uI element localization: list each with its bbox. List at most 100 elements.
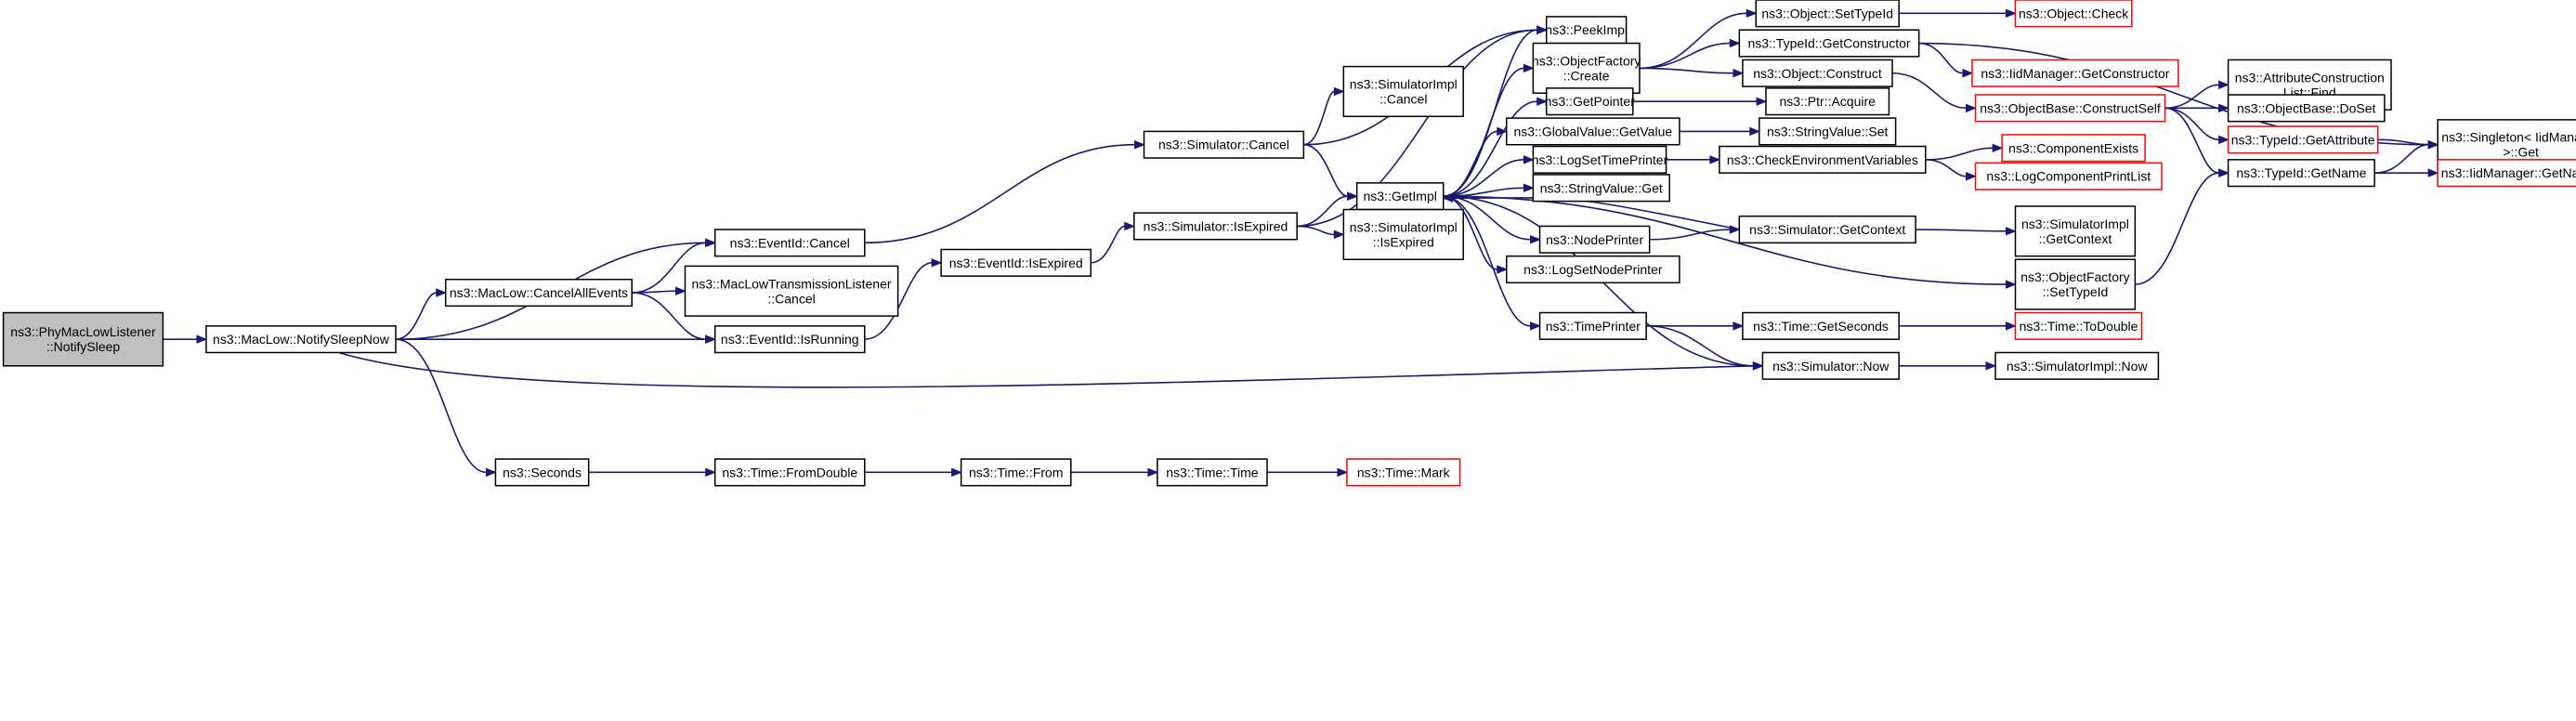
graph-node-box [1505,255,1680,284]
graph-node-ns3-nodeprinter[interactable]: ns3::NodePrinter [1538,225,1651,254]
graph-node-ns3-timeprinter[interactable]: ns3::TimePrinter [1538,311,1647,340]
edge-n8-to-n11 [1091,221,1136,264]
graph-node-ns3-logsetnodeprinter[interactable]: ns3::LogSetNodePrinter [1505,255,1680,284]
graph-node-ns3-stringvalue-get[interactable]: ns3::StringValue::Get [1532,174,1670,203]
graph-node-box [1742,59,1893,87]
graph-node-ns3-time-fromdouble[interactable]: ns3::Time::FromDouble [713,458,866,487]
graph-node-label: ns3::Time::ToDouble [2020,319,2138,334]
graph-node-label: ns3::ObjectBase::DoSet [2237,100,2376,115]
graph-node-ns3-object-check[interactable]: ns3::Object::Check [2014,0,2133,28]
edge-n31-to-n39 [1925,143,2004,161]
graph-node-ns3-eventid-isrunning[interactable]: ns3::EventId::IsRunning [713,325,866,354]
graph-node-box [1538,311,1647,340]
graph-node-ns3-objectbase-constructself[interactable]: ns3::ObjectBase::ConstructSelf [1974,94,2166,123]
graph-node-ns3-time-getseconds[interactable]: ns3::Time::GetSeconds [1742,311,1900,340]
graph-node-ns3-time-from[interactable]: ns3::Time::From [960,458,1072,487]
graph-node-ns3-objectfactory-create[interactable]: ns3::ObjectFactory::Create [1532,42,1641,94]
graph-node-ns3-componentexists[interactable]: ns3::ComponentExists [2001,134,2146,163]
graph-node-ns3-simulatorimpl-now[interactable]: ns3::SimulatorImpl::Now [1994,351,2160,380]
graph-node-ns3-ptr-acquire[interactable]: ns3::Ptr::Acquire [1765,87,1890,116]
edge-n27-to-n37 [1918,42,1974,78]
graph-node-box [1974,162,2163,190]
graph-node-ns3-iidmanager-getconstructor[interactable]: ns3::IidManager::GetConstructor [1971,59,2179,87]
graph-node-box [1994,351,2160,380]
edge-n1-to-n3 [396,338,497,478]
graph-node-ns3-maclowtransmissionlistener-cancel[interactable]: ns3::MacLowTransmissionListener::Cancel [684,265,899,317]
graph-node-label: ns3::PhyMacLowListener [10,324,156,339]
edge-n12-to-n16 [1266,467,1349,478]
graph-node-box [940,248,1092,277]
graph-node-box [1974,94,2166,123]
graph-node-ns3-time-mark[interactable]: ns3::Time::Mark [1346,458,1461,487]
graph-node-label: ns3::MacLow::NotifySleepNow [213,332,390,347]
graph-node-ns3-checkenvironmentvariables[interactable]: ns3::CheckEnvironmentVariables [1719,145,1927,174]
edge-n23-to-n32 [1649,225,1741,241]
graph-node-ns3-typeid-getattribute[interactable]: ns3::TypeId::GetAttribute [2227,125,2379,154]
graph-node-box [2014,205,2137,257]
graph-node-label: ns3::Object::Check [2019,6,2129,20]
graph-node-ns3-simulator-now[interactable]: ns3::Simulator::Now [1761,351,1900,380]
graph-node-label: ns3::LogSetNodePrinter [1523,262,1663,277]
graph-node-label: ns3::GetPointer [1545,94,1636,109]
graph-node-ns3-logsettimeprinter[interactable]: ns3::LogSetTimePrinter [1532,145,1668,174]
edge-n1-to-n6 [396,334,717,344]
graph-node-ns3-time-todouble[interactable]: ns3::Time::ToDouble [2014,311,2143,340]
graph-node-box [713,325,866,354]
graph-node-box [1738,215,1916,244]
graph-node-label: ns3::Simulator::Cancel [1158,138,1289,152]
graph-node-box [1719,145,1927,174]
graph-node-ns3-typeid-getname[interactable]: ns3::TypeId::GetName [2227,159,2375,188]
graph-node-ns3-eventid-isexpired[interactable]: ns3::EventId::IsExpired [940,248,1092,277]
call-graph-edges [163,8,2439,478]
graph-node-ns3-maclow-notifysleepnow[interactable]: ns3::MacLow::NotifySleepNow [205,325,397,354]
graph-node-ns3-peekimpl[interactable]: ns3::PeekImpl [1545,16,1628,45]
graph-node-ns3-typeid-getconstructor[interactable]: ns3::TypeId::GetConstructor [1738,29,1920,58]
edge-n14-to-n19 [1443,97,1549,198]
graph-node-ns3-globalvalue-getvalue[interactable]: ns3::GlobalValue::GetValue [1505,117,1680,146]
graph-node-ns3-simulatorimpl-isexpired[interactable]: ns3::SimulatorImpl::IsExpired [1342,208,1464,260]
graph-node-box [713,229,866,257]
edge-n47-to-n48 [2374,139,2439,174]
edge-n10-to-n13 [1303,86,1345,146]
graph-node-ns3-getpointer[interactable]: ns3::GetPointer [1545,87,1636,116]
graph-node-label: ns3::StringValue::Set [1767,124,1889,138]
graph-node-label: ns3::TypeId::GetConstructor [1747,36,1910,51]
graph-node-ns3-phymaclowlistener-notifysleep[interactable]: ns3::PhyMacLowListener::NotifySleep [2,311,164,367]
graph-node-label: ns3::EventId::IsExpired [949,256,1083,270]
graph-node-box [2227,159,2375,188]
graph-node-ns3-simulator-getcontext[interactable]: ns3::Simulator::GetContext [1738,215,1916,244]
graph-node-ns3-simulatorimpl-getcontext[interactable]: ns3::SimulatorImpl::GetContext [2014,205,2137,257]
graph-node-ns3-logcomponentprintlist[interactable]: ns3::LogComponentPrintList [1974,162,2163,190]
graph-node-ns3-objectbase-doset[interactable]: ns3::ObjectBase::DoSet [2227,94,2386,123]
graph-node-ns3-simulatorimpl-cancel[interactable]: ns3::SimulatorImpl::Cancel [1342,65,1464,118]
graph-node-ns3-getimpl[interactable]: ns3::GetImpl [1355,182,1445,211]
graph-node-box [684,265,899,317]
graph-node-box [1342,65,1464,118]
graph-node-label: ::IsExpired [1373,234,1434,249]
graph-node-box [1971,59,2179,87]
graph-node-label: ns3::SimulatorImpl [1350,76,1458,91]
graph-node-ns3-object-settypeid[interactable]: ns3::Object::SetTypeId [1755,0,1900,28]
graph-node-ns3-seconds[interactable]: ns3::Seconds [494,458,590,487]
graph-node-label: ns3::Time::FromDouble [722,465,857,479]
graph-node-box [713,458,866,487]
graph-node-label: ns3::Simulator::Now [1772,359,1890,374]
graph-node-ns3-object-construct[interactable]: ns3::Object::Construct [1742,59,1893,87]
edge-n14-to-n20 [1443,126,1509,198]
graph-node-ns3-iidmanager-getname[interactable]: ns3::IidManager::GetName [2437,159,2576,188]
graph-node-ns3-time-time[interactable]: ns3::Time::Time [1157,458,1268,487]
graph-node-ns3-maclow-cancelallevents[interactable]: ns3::MacLow::CancelAllEvents [444,278,633,308]
graph-node-box [1532,145,1667,174]
graph-node-box [1342,208,1464,260]
graph-node-ns3-simulator-cancel[interactable]: ns3::Simulator::Cancel [1143,130,1305,159]
graph-node-ns3-simulator-isexpired[interactable]: ns3::Simulator::IsExpired [1133,212,1298,241]
edge-n19-to-n29 [1632,97,1768,106]
graph-node-label: ::NotifySleep [46,339,121,354]
graph-node-ns3-eventid-cancel[interactable]: ns3::EventId::Cancel [713,229,866,257]
graph-node-ns3-stringvalue-set[interactable]: ns3::StringValue::Set [1759,117,1897,146]
graph-node-label: ns3::ObjectBase::ConstructSelf [1980,100,2161,115]
graph-node-ns3-objectfactory-settypeid[interactable]: ns3::ObjectFactory::SetTypeId [2014,258,2137,310]
edge-n1-to-n2 [395,288,448,340]
graph-node-box [1157,458,1268,487]
graph-node-label: ::SetTypeId [2043,284,2109,299]
